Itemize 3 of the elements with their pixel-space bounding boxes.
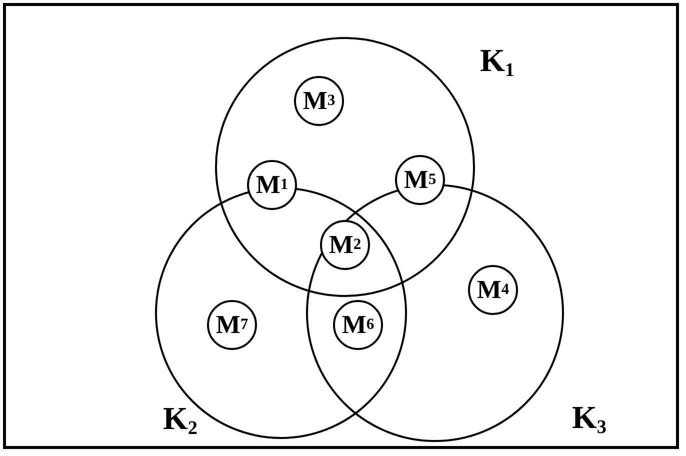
set-label: K$_{1}$ (480, 43, 514, 83)
set-label: K$_{3}$ (572, 400, 606, 440)
set-label: K$_{2}$ (163, 401, 198, 441)
